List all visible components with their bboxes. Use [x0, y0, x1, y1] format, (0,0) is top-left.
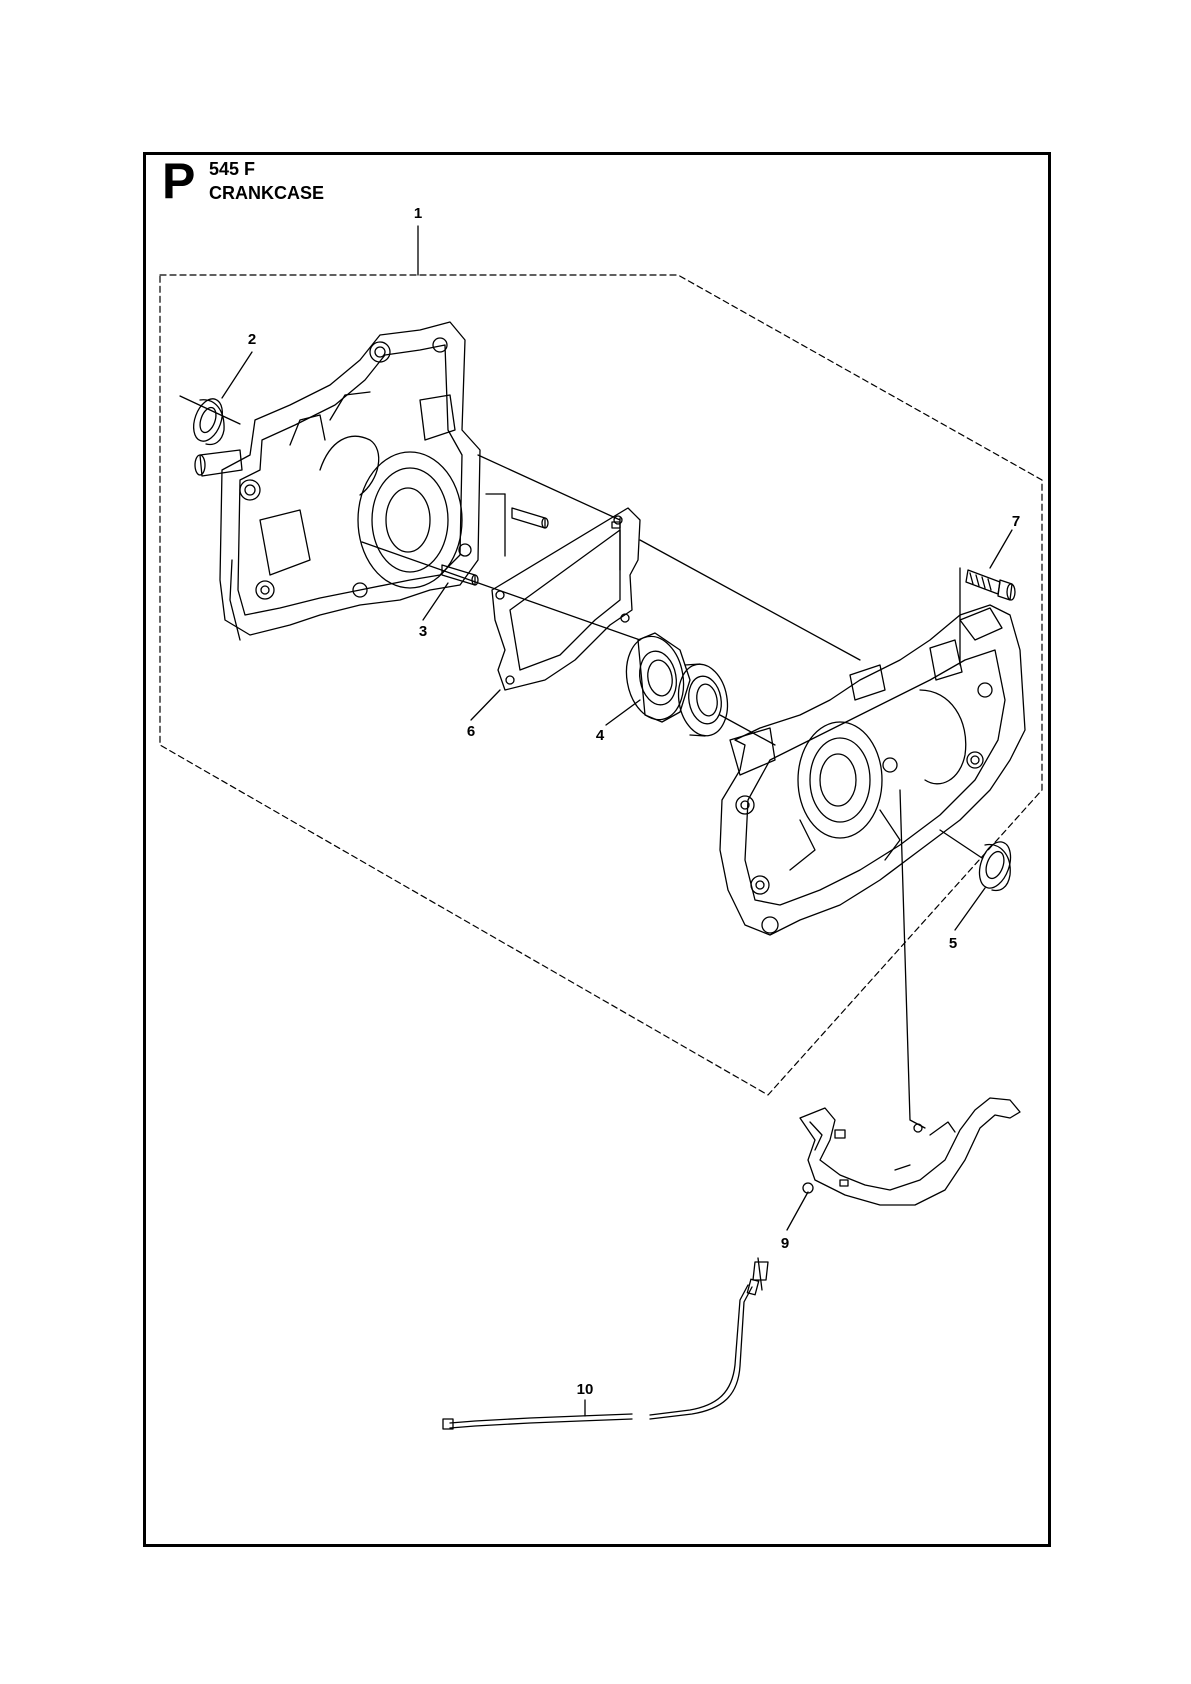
bearings-4: [620, 632, 733, 740]
leader-5: [955, 888, 985, 930]
callout-4: 4: [596, 727, 605, 744]
screw-7: [966, 570, 1015, 600]
callout-10: 10: [577, 1381, 594, 1398]
left-crankcase-half: [195, 322, 480, 640]
callout-7: 7: [1012, 513, 1020, 530]
leader-4: [606, 700, 640, 725]
callout-5: 5: [949, 935, 957, 952]
leader-7: [990, 530, 1012, 568]
right-crankcase-half: [720, 605, 1025, 935]
callout-1: 1: [414, 205, 422, 222]
leader-2: [222, 352, 252, 398]
callout-6: 6: [467, 723, 475, 740]
leader-9: [787, 1192, 808, 1230]
callout-3: 3: [419, 623, 427, 640]
seal-5: [974, 838, 1017, 893]
cable-10: [443, 1258, 768, 1429]
callout-2: 2: [248, 331, 256, 348]
callout-9: 9: [781, 1235, 789, 1252]
gasket-6: [492, 508, 640, 690]
leader-6: [471, 690, 500, 720]
assembly-boundary: [160, 275, 1042, 1095]
